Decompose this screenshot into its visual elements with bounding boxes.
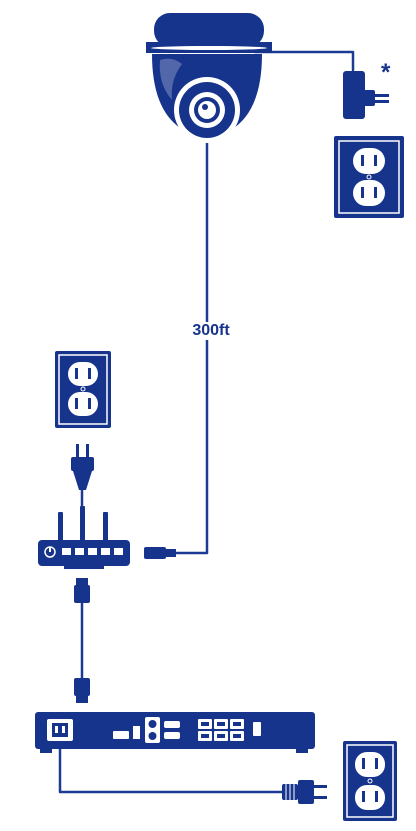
wall-outlet-icon	[334, 136, 404, 218]
ethernet-connector-icon	[144, 547, 176, 559]
power-plug-icon	[282, 780, 327, 804]
camera-network-cable	[173, 136, 209, 555]
nvr-power-cable	[58, 743, 285, 794]
ethernet-connector-icon	[74, 678, 90, 703]
wall-outlet-icon	[343, 741, 397, 821]
nvr-recorder-icon	[35, 712, 315, 753]
footnote-marker: *	[381, 59, 391, 86]
power-plug-icon	[71, 444, 94, 490]
cable-length-label: 300ft	[188, 322, 234, 340]
power-adapter-icon	[343, 71, 389, 119]
wall-outlet-icon	[55, 351, 111, 428]
camera-power-cable	[253, 50, 355, 72]
dome-camera-icon	[146, 13, 272, 143]
ethernet-connector-icon	[74, 578, 90, 603]
network-router-icon	[38, 506, 130, 569]
